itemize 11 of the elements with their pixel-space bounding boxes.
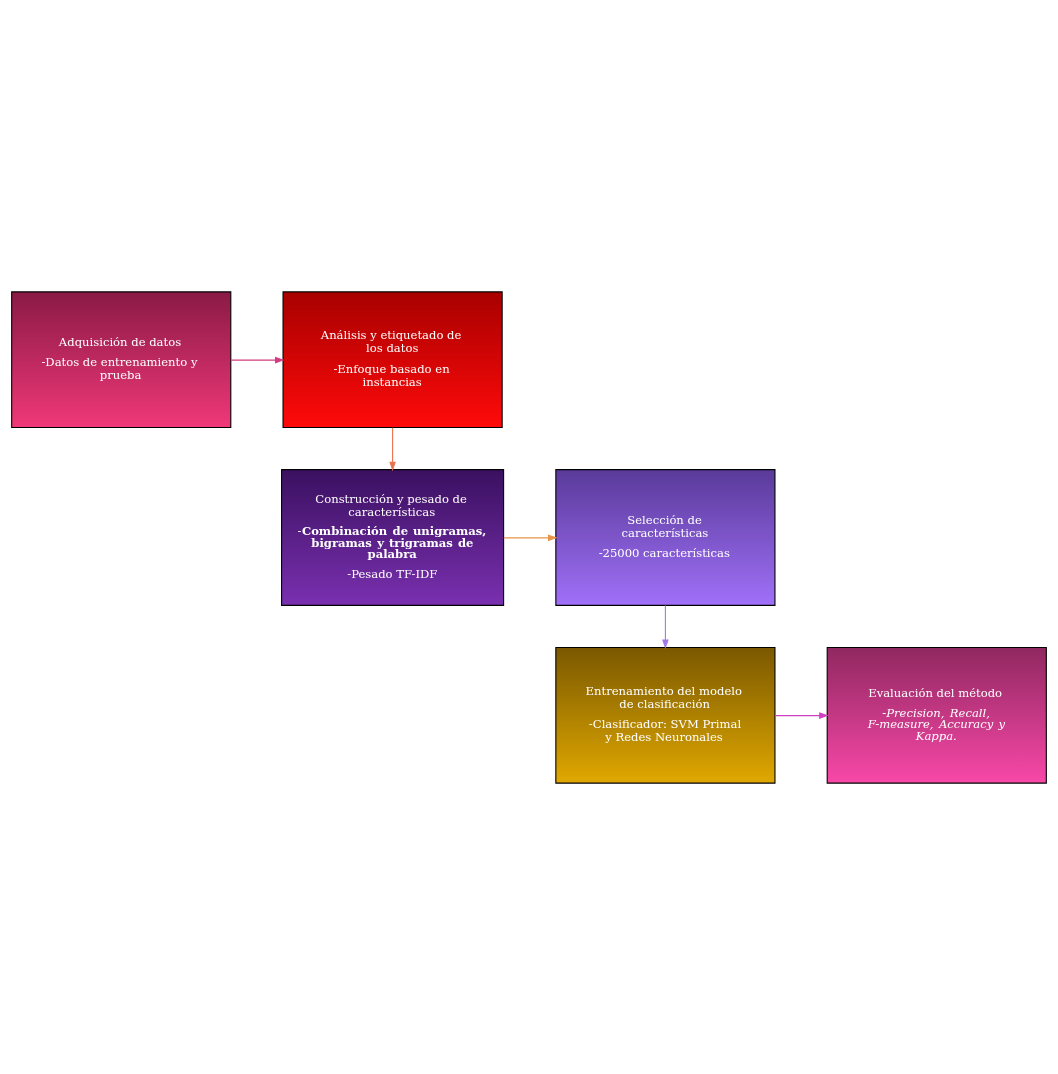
node-box: Evaluación del método -Precision, Recall, F-measure, Accuracy y Kappa.	[826, 646, 1047, 784]
arrow	[503, 534, 558, 541]
arrow	[774, 711, 829, 719]
arrow	[662, 604, 669, 649]
arrow	[389, 426, 396, 471]
node-box: Selección de características -25000 características	[555, 468, 776, 606]
arrow	[230, 356, 285, 363]
node-box: Entrenamiento del modelo de clasificación -Clasificador: SVM Primal y Redes Neuronales	[555, 646, 776, 784]
node-box: Análisis y etiquetado de los datos -Enfoque basado en instancias	[282, 290, 503, 428]
node-box: Adquisición de datos -Datos de entrenamiento y prueba	[11, 290, 232, 428]
node-box: Construcción y pesado de características -Combinación de unigramas, bigramas y trigramas de palabra -Pesado TF-IDF	[281, 468, 505, 606]
